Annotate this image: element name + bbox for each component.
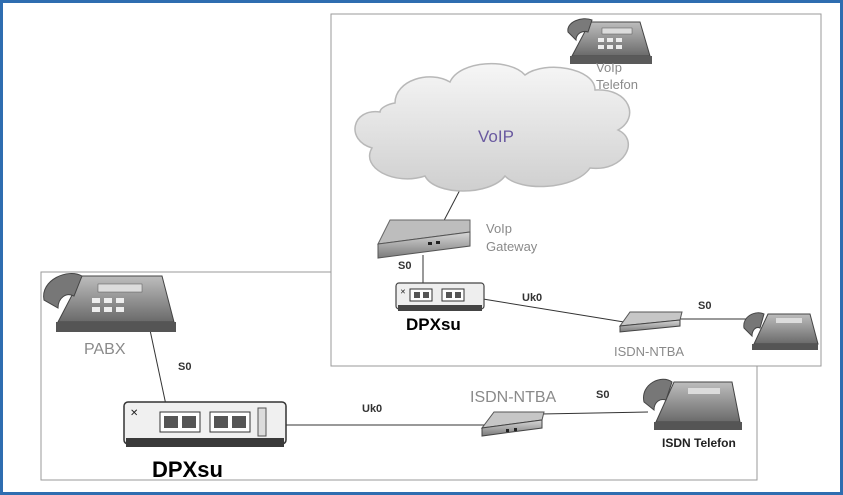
connection-lines <box>149 185 754 426</box>
svg-text:✕: ✕ <box>400 289 406 296</box>
ntba-top-label: ISDN-NTBA <box>614 344 684 359</box>
voip-phone-label-line2: Telefon <box>596 77 638 92</box>
ntba-bottom-label: ISDN-NTBA <box>470 389 557 406</box>
line-dpx-ntba-top <box>482 298 625 323</box>
s0-pabx-label: S0 <box>178 361 191 373</box>
desk-phone-icon <box>43 273 176 332</box>
line-pabx-dpx <box>149 329 167 406</box>
labels: VoIp Telefon VoIP VoIp Gateway S0 Uk0 S0… <box>84 60 736 482</box>
line-ntba-phone-bottom <box>540 411 649 415</box>
ntba-box-icon <box>480 411 545 437</box>
s0-gateway-label: S0 <box>398 260 411 272</box>
svg-text:✕: ✕ <box>130 408 138 419</box>
cloud-label: VoIP <box>478 127 514 146</box>
desk-phone-icon <box>743 312 819 350</box>
cloud-icon <box>354 63 631 192</box>
voip-gateway-label-line1: VoIp <box>486 221 512 236</box>
uk0-top-label: Uk0 <box>522 292 542 304</box>
uk0-bottom-label: Uk0 <box>362 403 382 415</box>
voip-phone-label-line1: VoIp <box>596 60 622 75</box>
top-panel <box>330 13 822 367</box>
s0-top-label: S0 <box>698 300 711 312</box>
voip-gateway-label-line2: Gateway <box>486 239 538 254</box>
s0-bottom-label: S0 <box>596 389 609 401</box>
dpx-device-icon: ✕ <box>395 282 485 311</box>
desk-phone-icon <box>567 18 652 64</box>
desk-phone-icon <box>643 378 742 430</box>
dpx-bottom-label: DPXsu <box>152 457 223 482</box>
isdn-phone-label: ISDN Telefon <box>662 436 736 450</box>
ntba-box-icon <box>618 311 683 333</box>
gateway-box-icon <box>377 219 471 259</box>
dpx-top-label: DPXsu <box>406 315 461 334</box>
pabx-label: PABX <box>84 341 126 358</box>
dpx-device-icon: ✕ <box>123 401 287 447</box>
